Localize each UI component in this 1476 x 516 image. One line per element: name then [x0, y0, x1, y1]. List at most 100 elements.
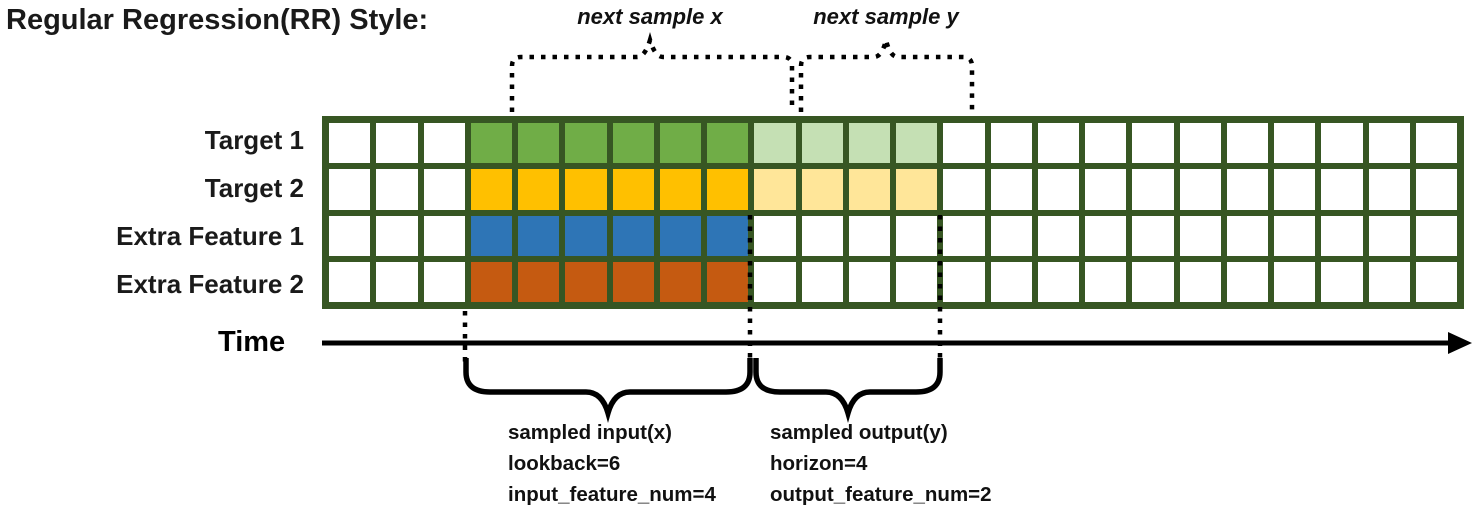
grid-cell — [329, 123, 371, 164]
grid-cell — [848, 123, 890, 164]
grid-cell — [990, 169, 1032, 210]
grid-cell — [801, 261, 843, 302]
grid-cell — [1179, 123, 1221, 164]
grid-cell — [1415, 215, 1457, 256]
grid-cell — [612, 169, 654, 210]
grid-cell — [659, 215, 701, 256]
grid-cell — [329, 261, 371, 302]
grid-cell — [1226, 261, 1268, 302]
grid-cell — [1368, 169, 1410, 210]
grid-cell — [470, 123, 512, 164]
grid-cell — [329, 215, 371, 256]
diagram-title: Regular Regression(RR) Style: — [6, 4, 429, 36]
sampled-output-brace — [753, 358, 943, 423]
next-sample-y-label: next sample y — [813, 4, 959, 29]
grid-cell — [1368, 215, 1410, 256]
grid-cell — [754, 215, 796, 256]
grid-cell — [1415, 169, 1457, 210]
grid-cell — [659, 261, 701, 302]
grid-cell — [1274, 123, 1316, 164]
grid-cell — [848, 169, 890, 210]
grid-cell — [896, 123, 938, 164]
grid-cell — [707, 169, 749, 210]
grid-cell — [423, 123, 465, 164]
grid-cell — [329, 169, 371, 210]
grid-cell — [423, 169, 465, 210]
grid-cell — [1037, 261, 1079, 302]
grid-cell — [1226, 123, 1268, 164]
grid-cell — [1415, 123, 1457, 164]
grid-cell — [1037, 215, 1079, 256]
grid-cell — [565, 169, 607, 210]
grid-cell — [943, 261, 985, 302]
grid-cell — [990, 123, 1032, 164]
grid-cell — [565, 123, 607, 164]
grid-cell — [376, 261, 418, 302]
grid-cell — [1037, 169, 1079, 210]
grid-cell — [1415, 261, 1457, 302]
grid-cell — [1179, 215, 1221, 256]
grid-cell — [754, 261, 796, 302]
grid-cell — [1085, 215, 1127, 256]
grid-cell — [612, 261, 654, 302]
grid-cell — [896, 215, 938, 256]
grid-cell — [943, 169, 985, 210]
grid-cell — [470, 169, 512, 210]
grid-cell — [1132, 169, 1174, 210]
grid-cell — [470, 261, 512, 302]
grid-cell — [1132, 123, 1174, 164]
grid-cell — [423, 215, 465, 256]
time-series-grid — [322, 116, 1464, 309]
row-label-extra-feature-1: Extra Feature 1 — [116, 220, 304, 251]
sampled-input-caption-line3: input_feature_num=4 — [508, 483, 716, 506]
grid-cell — [1226, 215, 1268, 256]
grid-cell — [1321, 169, 1363, 210]
grid-cell — [1085, 261, 1127, 302]
grid-cell — [423, 261, 465, 302]
row-label-target-2: Target 2 — [204, 172, 304, 203]
grid-cell — [896, 169, 938, 210]
grid-cell — [1321, 123, 1363, 164]
grid-cell — [754, 123, 796, 164]
grid-cell — [707, 123, 749, 164]
grid-cell — [990, 261, 1032, 302]
grid-cell — [943, 123, 985, 164]
grid-cell — [848, 215, 890, 256]
grid-cell — [801, 215, 843, 256]
sampled-input-caption-line1: sampled input(x) — [508, 421, 673, 444]
grid-cell — [376, 123, 418, 164]
next-sample-x-label: next sample x — [577, 4, 723, 29]
grid-cell — [659, 123, 701, 164]
grid-cell — [848, 261, 890, 302]
grid-cell — [612, 215, 654, 256]
grid-cell — [943, 215, 985, 256]
grid-cell — [707, 261, 749, 302]
grid-cell — [1368, 261, 1410, 302]
grid-cell — [1274, 261, 1316, 302]
sampled-output-caption: sampled output(y) horizon=4 output_featu… — [770, 417, 992, 510]
grid-cell — [565, 261, 607, 302]
grid-cell — [896, 261, 938, 302]
sampled-output-caption-line3: output_feature_num=2 — [770, 483, 992, 506]
grid-cell — [1132, 261, 1174, 302]
grid-cell — [565, 215, 607, 256]
grid-cell — [1179, 261, 1221, 302]
grid-cell — [990, 215, 1032, 256]
grid-cell — [470, 215, 512, 256]
grid-cell — [1226, 169, 1268, 210]
grid-cell — [612, 123, 654, 164]
grid-cell — [707, 215, 749, 256]
grid-cell — [801, 169, 843, 210]
time-axis-label: Time — [218, 326, 286, 358]
grid-cell — [518, 169, 560, 210]
grid-cell — [1321, 215, 1363, 256]
grid-cell — [1274, 169, 1316, 210]
grid-cell — [518, 123, 560, 164]
grid-cell — [1274, 215, 1316, 256]
grid-cell — [1037, 123, 1079, 164]
sampled-output-caption-line2: horizon=4 — [770, 452, 868, 475]
time-arrow-head-icon — [1448, 332, 1472, 354]
sampled-output-caption-line1: sampled output(y) — [770, 421, 948, 444]
row-label-extra-feature-2: Extra Feature 2 — [116, 268, 304, 299]
